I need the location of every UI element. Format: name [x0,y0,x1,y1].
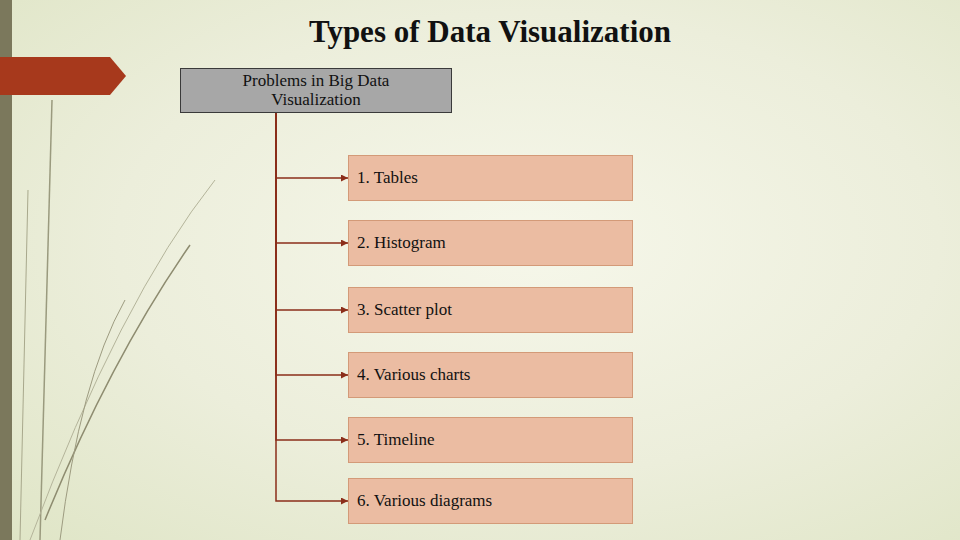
box-label: 3. Scatter plot [357,301,624,320]
deco-line [20,190,28,540]
deco-line [45,245,190,520]
type-box: 6. Various diagrams [348,478,633,524]
box-label: 2. Histogram [357,234,624,253]
connector-arrow [276,113,348,310]
box-label: Problems in Big Data Visualization [221,72,411,109]
type-box: 5. Timeline [348,417,633,463]
box-label: 4. Various charts [357,366,624,385]
slide-title: Types of Data Visualization [10,14,960,50]
connector-arrow [276,113,348,440]
box-label: 1. Tables [357,169,624,188]
type-box: 4. Various charts [348,352,633,398]
deco-line [60,300,125,540]
type-box: 3. Scatter plot [348,287,633,333]
box-label: 5. Timeline [357,431,624,450]
accent-arrow-bar [0,57,126,95]
connector-arrow [276,113,348,501]
connector-arrow [276,113,348,375]
connector-arrow [276,113,348,243]
type-box: 2. Histogram [348,220,633,266]
box-label: 6. Various diagrams [357,492,624,511]
deco-line [40,100,52,540]
deco-line [30,180,215,540]
connector-arrow [276,113,348,178]
root-box: Problems in Big Data Visualization [180,68,452,113]
type-box: 1. Tables [348,155,633,201]
